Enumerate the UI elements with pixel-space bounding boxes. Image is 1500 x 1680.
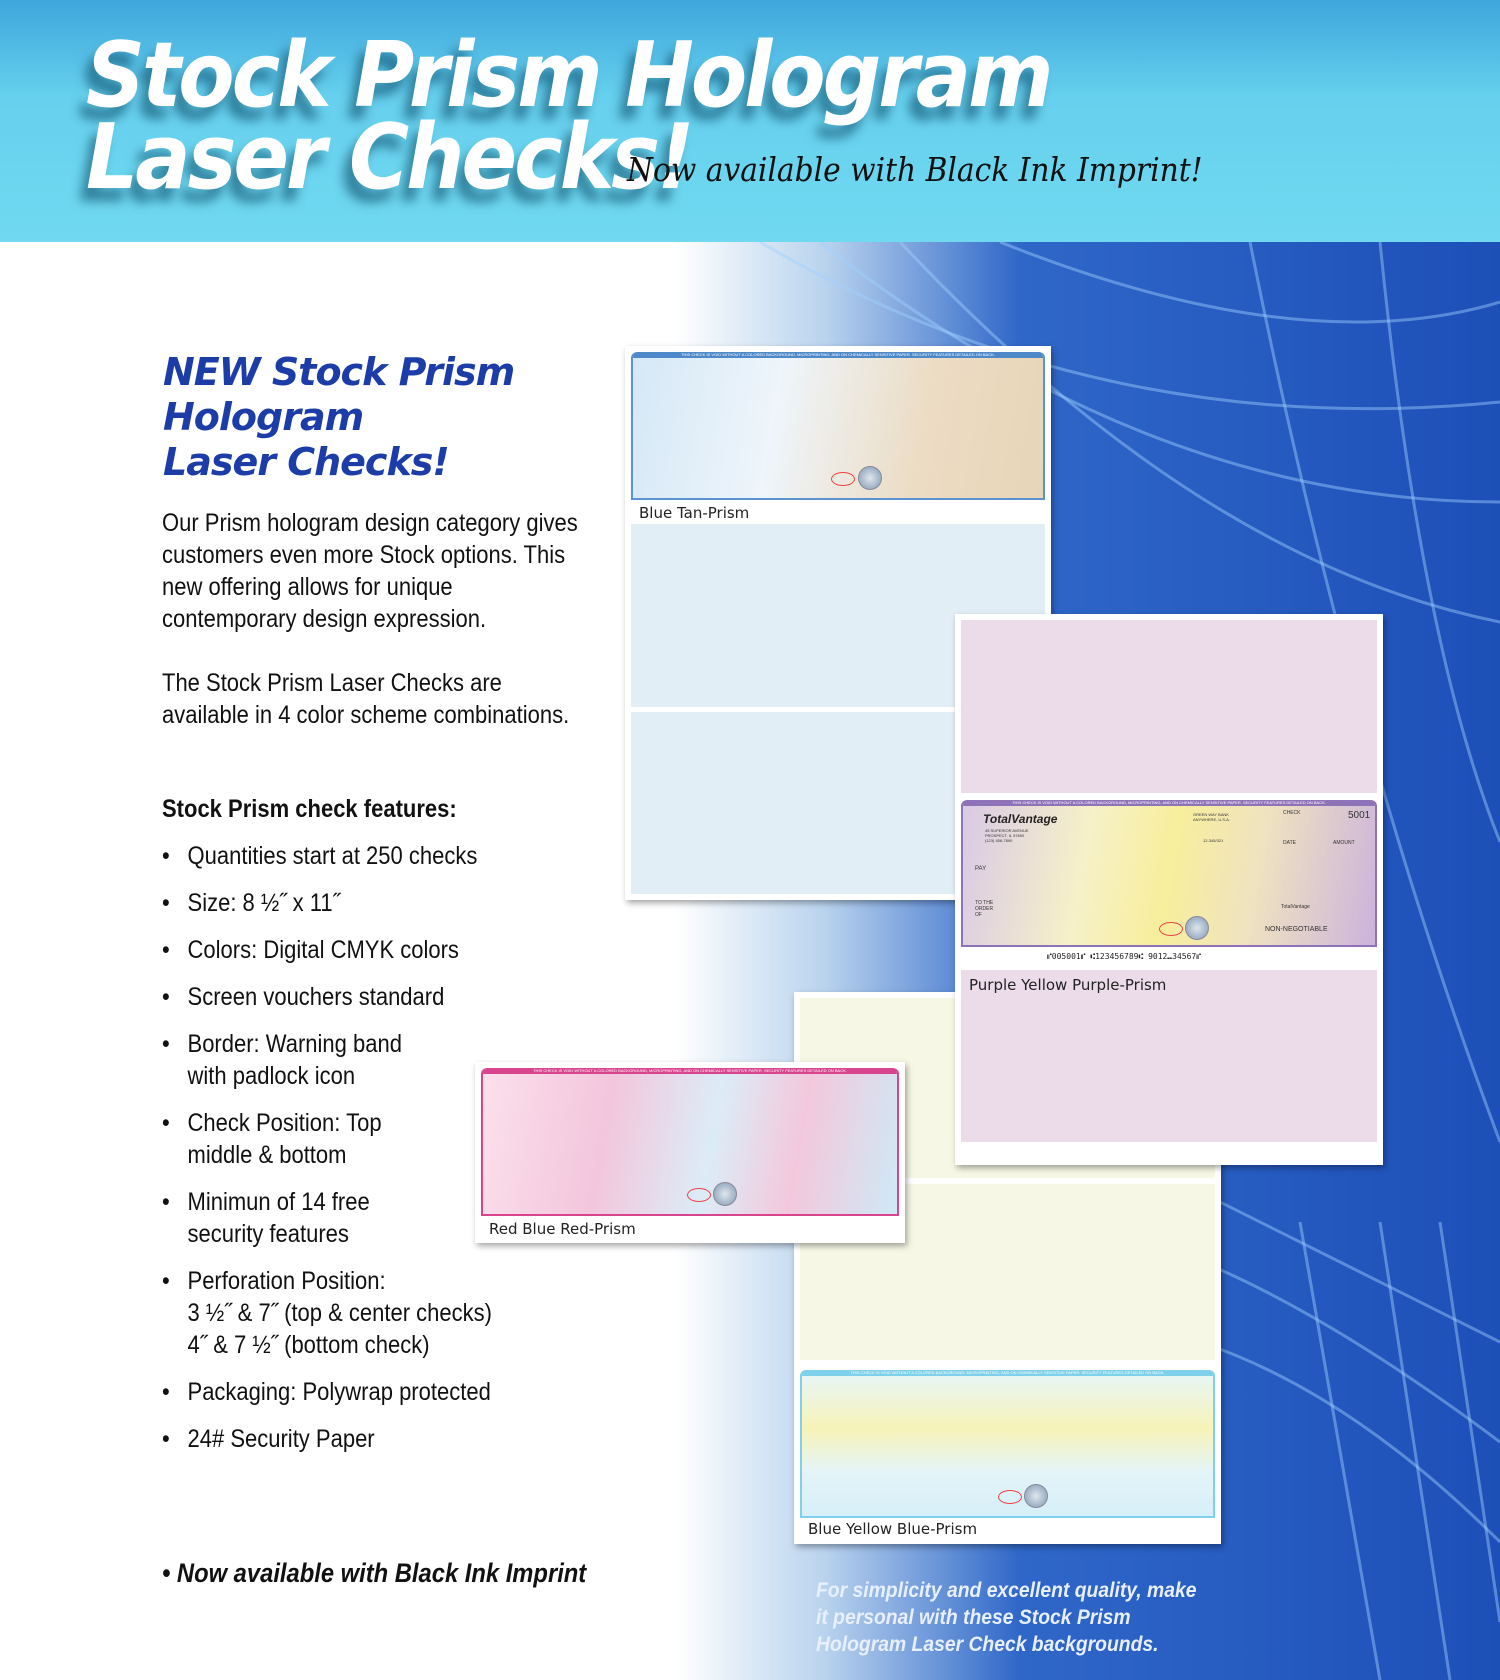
tagline: For simplicity and excellent quality, ma… <box>816 1579 1197 1656</box>
padlock-icon <box>998 1490 1022 1504</box>
check-label: Red Blue Red-Prism <box>489 1220 636 1238</box>
black-ink-note: • Now available with Black Ink Imprint <box>162 1558 587 1588</box>
feature-item: 24# Security Paper <box>162 1423 492 1455</box>
warning-band: THIS CHECK IS VOID WITHOUT A COLORED BAC… <box>802 1370 1213 1376</box>
header-subtitle: Now available with Black Ink Imprint! <box>627 150 1203 189</box>
features-title: Stock Prism check features: <box>162 795 457 823</box>
check-image: THIS CHECK IS VOID WITHOUT A COLORED BAC… <box>800 1370 1215 1518</box>
signer-name: TotalVantage <box>1281 904 1310 910</box>
padlock-icon <box>831 472 855 486</box>
check-sample-red-blue: THIS CHECK IS VOID WITHOUT A COLORED BAC… <box>475 1062 905 1243</box>
padlock-icon <box>1159 922 1183 936</box>
warning-band: THIS CHECK IS VOID WITHOUT A COLORED BAC… <box>963 800 1375 806</box>
company-address: 45 SUPERIOR AVENUE PROSPECT, IL 97890 (1… <box>985 828 1029 843</box>
check-sample-purple-yellow: THIS CHECK IS VOID WITHOUT A COLORED BAC… <box>955 614 1383 1165</box>
hologram-seal-icon <box>1185 916 1209 940</box>
micr-line: ⑈005001⑈ ⑆123456789⑆ 9012⑉34567⑈ <box>1047 952 1202 961</box>
hologram-seal-icon <box>1024 1484 1048 1508</box>
feature-item: Size: 8 ½˝ x 11˝ <box>162 887 492 919</box>
intro-heading: NEW Stock Prism Hologram Laser Checks! <box>163 350 515 485</box>
warning-band: THIS CHECK IS VOID WITHOUT A COLORED BAC… <box>483 1068 897 1074</box>
title-line-1: Stock Prism Hologram <box>86 23 1054 128</box>
amount-label: AMOUNT <box>1333 840 1355 846</box>
check-image: THIS CHECK IS VOID WITHOUT A COLORED BAC… <box>481 1068 899 1216</box>
check-label-text: CHECK <box>1283 810 1301 816</box>
bank-name: GREEN WAY BANK ANYWHERE, U.S.A. <box>1193 812 1230 822</box>
feature-item: Screen vouchers standard <box>162 981 492 1013</box>
non-negotiable: NON-NEGOTIABLE <box>1265 926 1328 933</box>
voucher-panel <box>961 620 1377 793</box>
fraction-code: 12-345/321 <box>1203 838 1224 843</box>
heading-line: Hologram <box>163 395 364 439</box>
intro-paragraph-2: The Stock Prism Laser Checks are availab… <box>162 669 570 729</box>
feature-item: Colors: Digital CMYK colors <box>162 934 492 966</box>
feature-item: Minimun of 14 free security features <box>162 1186 492 1250</box>
check-image: THIS CHECK IS VOID WITHOUT A COLORED BAC… <box>961 800 1377 947</box>
heading-line: NEW Stock Prism <box>163 350 515 394</box>
heading-line: Laser Checks! <box>163 440 450 484</box>
padlock-icon <box>687 1188 711 1202</box>
check-number: 5001 <box>1348 810 1371 821</box>
company-name: TotalVantage <box>983 812 1058 826</box>
warning-band: THIS CHECK IS VOID WITHOUT A COLORED BAC… <box>633 352 1043 358</box>
check-label: Blue Tan-Prism <box>639 504 750 522</box>
intro-paragraph-1: Our Prism hologram design category gives… <box>162 509 578 633</box>
feature-item: Quantities start at 250 checks <box>162 840 492 872</box>
hologram-seal-icon <box>858 466 882 490</box>
check-label: Purple Yellow Purple-Prism <box>969 976 1167 994</box>
feature-item: Packaging: Polywrap protected <box>162 1376 492 1408</box>
feature-item: Perforation Position: 3 ½˝ & 7˝ (top & c… <box>162 1265 492 1361</box>
voucher-panel <box>961 970 1377 1142</box>
hologram-seal-icon <box>713 1182 737 1206</box>
features-list: Quantities start at 250 checks Size: 8 ½… <box>162 840 537 1470</box>
to-order-label: TO THE ORDER OF <box>975 900 994 918</box>
pay-label: PAY <box>975 866 987 872</box>
check-image: THIS CHECK IS VOID WITHOUT A COLORED BAC… <box>631 352 1045 500</box>
date-label: DATE <box>1283 840 1296 846</box>
feature-item: Border: Warning band with padlock icon <box>162 1028 492 1092</box>
check-label: Blue Yellow Blue-Prism <box>808 1520 978 1538</box>
title-line-2: Laser Checks! <box>86 105 695 210</box>
feature-item: Check Position: Top middle & bottom <box>162 1107 492 1171</box>
header-banner: Stock Prism Hologram Laser Checks! Now a… <box>0 0 1500 242</box>
